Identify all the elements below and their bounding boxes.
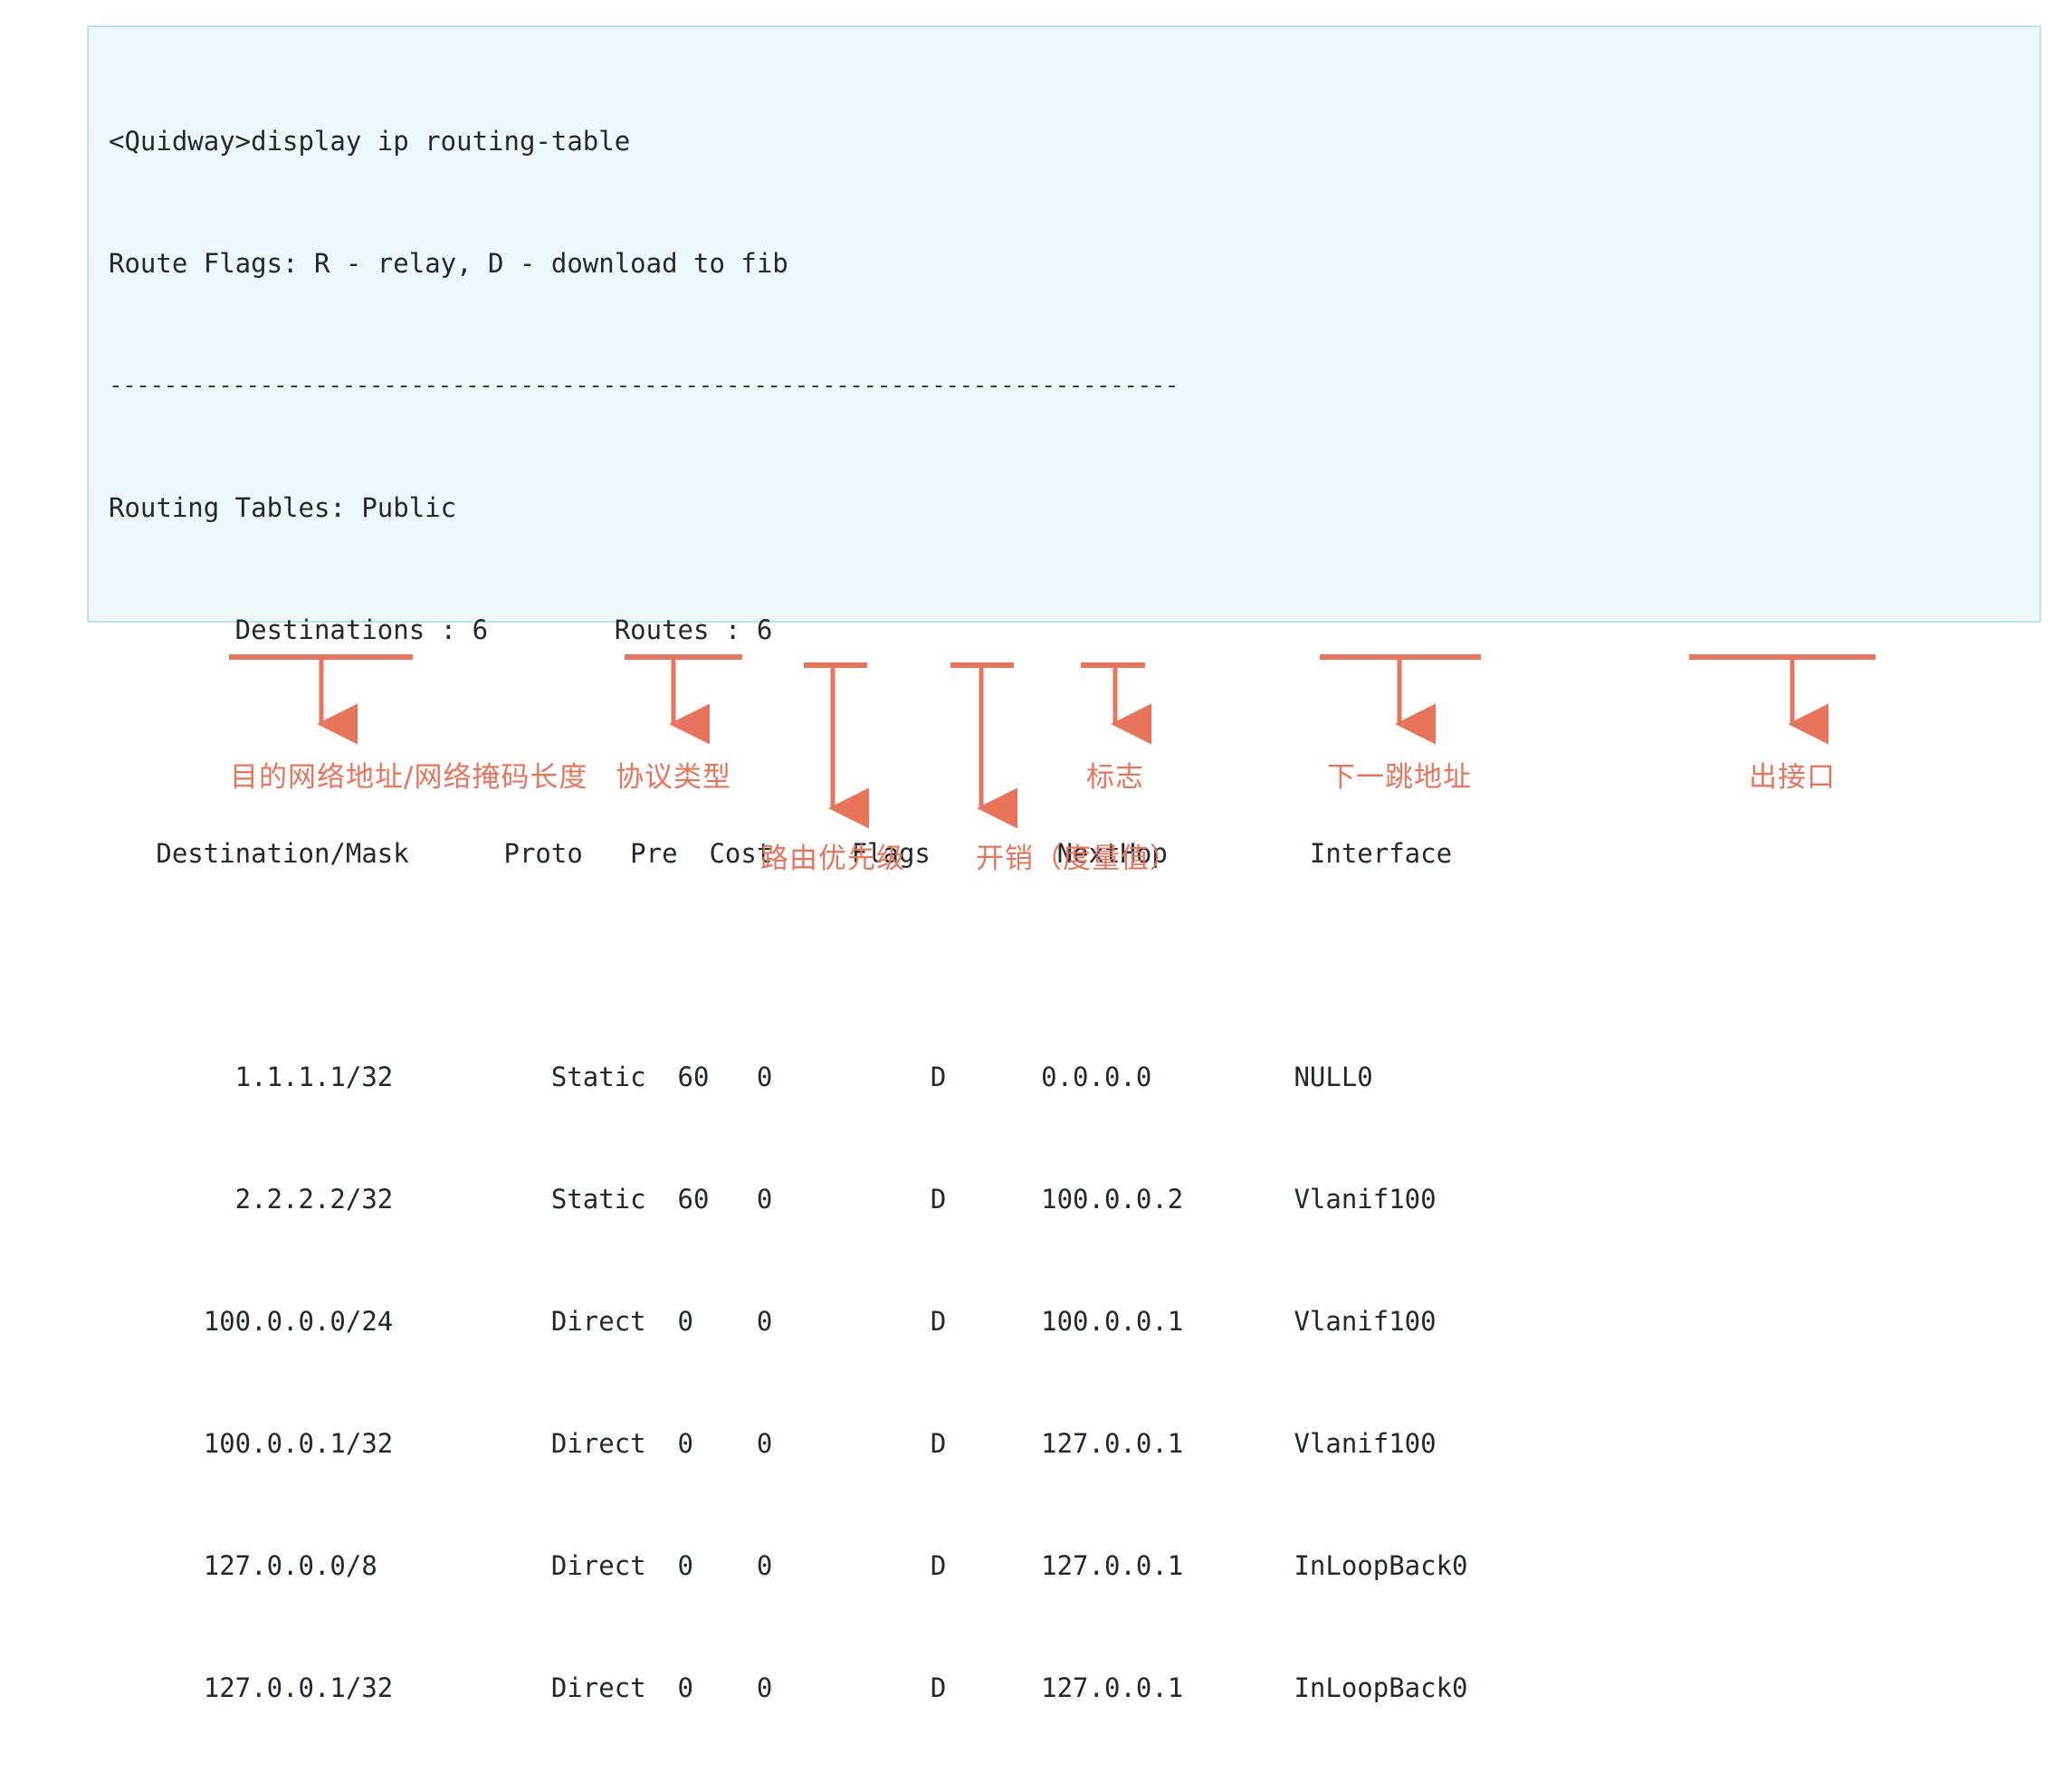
table-row: 100.0.0.1/32 Direct 0 0 D 127.0.0.1 Vlan… [109, 1428, 1437, 1459]
routing-table-output-panel: <Quidway>display ip routing-table Route … [87, 25, 2041, 1703]
annotation-label-proto: 协议类型 [616, 761, 731, 794]
annotation-label-pre: 路由优先级 [760, 843, 905, 875]
annotation-label-flags: 标志 [1086, 761, 1144, 794]
table-row: 100.0.0.0/24 Direct 0 0 D 100.0.0.1 Vlan… [109, 1306, 1437, 1337]
annotation-label-destination-mask: 目的网络地址/网络掩码长度 [230, 761, 588, 794]
terminal-line-summary: Destinations : 6 Routes : 6 [109, 614, 773, 645]
terminal-line-divider: ----------------------------------------… [109, 372, 1179, 399]
annotation-label-nexthop: 下一跳地址 [1327, 761, 1472, 794]
terminal-blank-line [109, 732, 2032, 752]
terminal-output-text: <Quidway>display ip routing-table Route … [109, 40, 2032, 1772]
annotation-label-interface: 出接口 [1749, 761, 1836, 794]
terminal-line-route-flags: Route Flags: R - relay, D - download to … [109, 248, 788, 279]
terminal-blank-line-2 [109, 956, 2032, 976]
table-row: 127.0.0.0/8 Direct 0 0 D 127.0.0.1 InLoo… [109, 1550, 1468, 1581]
terminal-line-routing-tables: Routing Tables: Public [109, 492, 457, 523]
table-row: 1.1.1.1/32 Static 60 0 D 0.0.0.0 NULL0 [109, 1062, 1373, 1092]
table-row: 2.2.2.2/32 Static 60 0 D 100.0.0.2 Vlani… [109, 1184, 1437, 1215]
annotation-label-cost: 开销（度量值） [976, 843, 1179, 875]
terminal-line-column-headers: Destination/Mask Proto Pre Cost Flags Ne… [109, 838, 1453, 869]
terminal-line-command: <Quidway>display ip routing-table [109, 126, 631, 157]
table-row: 127.0.0.1/32 Direct 0 0 D 127.0.0.1 InLo… [109, 1672, 1468, 1703]
